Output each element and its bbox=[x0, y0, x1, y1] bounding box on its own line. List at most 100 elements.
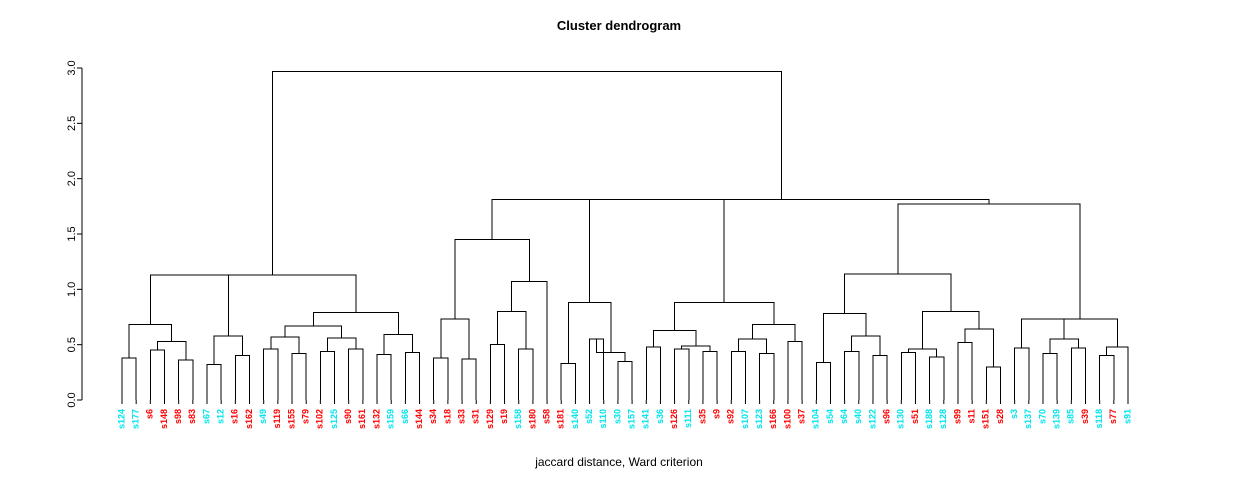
dendrogram-link bbox=[851, 335, 881, 356]
dendrogram-link bbox=[178, 359, 194, 400]
leaf-label: s132 bbox=[371, 409, 381, 429]
dendrogram-link bbox=[440, 318, 470, 360]
leaf-label: s52 bbox=[584, 409, 594, 424]
leaf-label: s91 bbox=[1122, 409, 1132, 424]
leaf-label: s96 bbox=[882, 409, 892, 424]
dendrogram-link bbox=[589, 199, 725, 303]
dendrogram-link bbox=[312, 312, 399, 335]
leaf-label: s128 bbox=[938, 409, 948, 429]
leaf-label: s9 bbox=[711, 409, 721, 419]
leaf-label: s28 bbox=[995, 409, 1005, 424]
leaf-label: s122 bbox=[867, 409, 877, 429]
y-tick-label: 0.5 bbox=[66, 337, 78, 352]
leaf-label: s85 bbox=[1066, 409, 1076, 424]
leaf-label: s66 bbox=[400, 409, 410, 424]
leaf-label: s64 bbox=[839, 409, 849, 424]
leaf-label: s70 bbox=[1037, 409, 1047, 424]
leaf-label: s118 bbox=[1094, 409, 1104, 429]
dendrogram-link bbox=[496, 310, 527, 350]
dendrogram-link bbox=[844, 273, 952, 314]
y-tick-label: 1.5 bbox=[66, 226, 78, 241]
leaf-label: s3 bbox=[1009, 409, 1019, 419]
leaf-label: s130 bbox=[896, 409, 906, 429]
y-tick-label: 3.0 bbox=[66, 60, 78, 75]
dendrogram-link bbox=[149, 349, 166, 400]
leaf-label: s35 bbox=[697, 409, 707, 424]
leaf-label: s37 bbox=[796, 409, 806, 424]
dendrogram-branches bbox=[121, 70, 1129, 400]
leaf-label: s31 bbox=[471, 409, 481, 424]
dendrogram-link bbox=[121, 357, 137, 400]
leaf-label: s181 bbox=[556, 409, 566, 429]
leaf-label: s125 bbox=[329, 409, 339, 429]
dendrogram-link bbox=[348, 348, 364, 400]
dendrogram-link bbox=[752, 324, 796, 342]
leaf-label: s104 bbox=[811, 409, 821, 429]
y-tick-label: 1.0 bbox=[66, 282, 78, 297]
dendrogram-link bbox=[149, 274, 229, 336]
leaf-label: s140 bbox=[570, 409, 580, 429]
leaf-label: s6 bbox=[145, 409, 155, 419]
dendrogram-link bbox=[263, 348, 279, 400]
dendrogram-link bbox=[376, 354, 392, 400]
leaf-label: s111 bbox=[683, 409, 693, 428]
leaf-label: s157 bbox=[626, 409, 636, 429]
leaf-label: s33 bbox=[456, 409, 466, 424]
dendrogram-link bbox=[1049, 338, 1079, 354]
leaf-label: s141 bbox=[641, 409, 651, 429]
y-tick-label: 0.0 bbox=[66, 392, 78, 407]
x-axis-caption: jaccard distance, Ward criterion bbox=[535, 455, 703, 469]
y-tick-label: 2.0 bbox=[66, 171, 78, 186]
leaf-label: s188 bbox=[924, 409, 934, 429]
leaf-label: s161 bbox=[357, 409, 367, 429]
dendrogram-link bbox=[907, 348, 938, 357]
dendrogram-link bbox=[489, 344, 506, 400]
leaf-label: s123 bbox=[754, 409, 764, 429]
dendrogram-link bbox=[511, 281, 548, 400]
dendrogram-link bbox=[702, 350, 718, 400]
leaf-label: s98 bbox=[173, 409, 183, 424]
leaf-label: s110 bbox=[598, 409, 608, 429]
leaf-label: s83 bbox=[187, 409, 197, 424]
dendrogram-link bbox=[589, 338, 605, 400]
dendrogram-link bbox=[291, 353, 307, 400]
leaf-label: s40 bbox=[853, 409, 863, 424]
dendrogram-link bbox=[674, 302, 775, 331]
leaf-label: s99 bbox=[952, 409, 962, 424]
dendrogram-link bbox=[518, 348, 534, 400]
leaf-ticks bbox=[121, 400, 1129, 404]
leaf-label: s148 bbox=[159, 409, 169, 429]
dendrogram-link bbox=[897, 203, 1081, 320]
leaf-label: s12 bbox=[216, 409, 226, 424]
leaf-label: s49 bbox=[258, 409, 268, 424]
dendrogram-link bbox=[815, 361, 831, 400]
dendrogram-link bbox=[922, 310, 980, 350]
dendrogram-link bbox=[404, 351, 421, 400]
leaf-label: s155 bbox=[286, 409, 296, 429]
leaf-label: s119 bbox=[272, 409, 282, 429]
leaf-label: s158 bbox=[513, 409, 523, 429]
leaf-label: s162 bbox=[244, 409, 254, 429]
leaf-label: s19 bbox=[499, 409, 509, 424]
dendrogram-link bbox=[1106, 346, 1129, 400]
y-axis: 0.00.51.01.52.02.53.0 bbox=[66, 60, 83, 408]
dendrogram-link bbox=[1021, 318, 1065, 348]
leaf-label: s177 bbox=[131, 409, 141, 429]
dendrogram-link bbox=[319, 350, 336, 400]
leaf-label: s11 bbox=[967, 409, 977, 424]
dendrogram-link bbox=[900, 351, 916, 400]
dendrogram-link bbox=[681, 345, 711, 352]
dendrogram-link bbox=[674, 348, 690, 400]
dendrogram-link bbox=[1042, 318, 1118, 347]
dendrogram-link bbox=[617, 360, 633, 400]
leaf-label: s180 bbox=[527, 409, 537, 429]
dendrogram-link bbox=[645, 346, 661, 400]
dendrogram-link bbox=[1042, 353, 1058, 400]
leaf-label: s58 bbox=[541, 409, 551, 424]
dendrogram-link bbox=[206, 364, 222, 400]
leaf-label: s51 bbox=[910, 409, 920, 424]
leaf-label: s139 bbox=[1052, 409, 1062, 429]
leaf-label: s16 bbox=[230, 409, 240, 424]
leaf-label: s129 bbox=[485, 409, 495, 429]
